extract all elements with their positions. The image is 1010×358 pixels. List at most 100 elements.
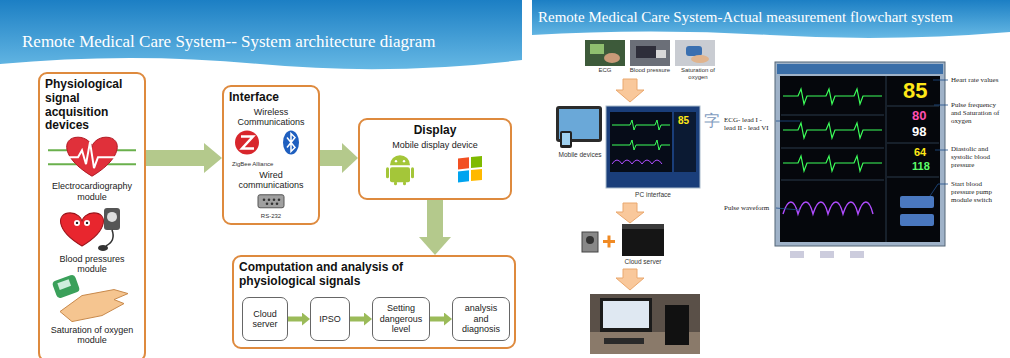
monitor-value: 64 [914,146,926,159]
ecg-illustration [48,137,136,176]
monitor-value: 80 [912,109,926,124]
box-heading: Computation and analysis of physiologica… [239,261,454,289]
slide-title: Remote Medical Care System-- System arch… [22,32,436,52]
photo-detail [691,55,709,63]
leader-line [934,105,948,106]
monitor-frame [775,62,945,246]
callout-label: Pulse frequency and Saturation of oxygen [951,101,1006,125]
phone-screen [562,133,570,145]
server-top [622,224,664,229]
android-arm [386,167,389,178]
callout-label: Diastolic and systolic blood pressure [951,145,1006,169]
down-arrow [616,269,644,290]
label-holder: Cloud server [616,258,670,265]
photo-detail [636,46,656,58]
label-holder: Pulse frequency and Saturation of oxygen [951,101,1006,125]
windows-pane [458,157,469,169]
watermark-char: 字 [704,112,720,130]
windows-pane [458,170,469,182]
connector-pin [266,202,269,205]
leader-line [930,184,948,196]
box-heading: analysis and diagnosis [456,303,506,334]
ecg-trace [48,142,136,168]
android-logo [386,155,414,185]
photo-detail [604,53,620,63]
gauge-dial [107,212,117,222]
box-text: Mobile display device [365,140,505,150]
label-holder: Remote Medical Care System-Actual measur… [538,9,953,26]
label-holder: Saturation of oxygen [676,67,720,81]
heart-figure [61,213,104,246]
zigbee-mark [241,136,254,148]
computation-box: Computation and analysis of physiologica… [232,255,516,349]
oximeter-illustration [52,274,128,322]
connector-pin [273,198,276,201]
connector-body [258,195,284,208]
connector-pin [278,198,281,201]
photo-caption: PC interface [623,191,683,198]
label-holder: Diastolic and systolic blood pressure [951,145,1006,169]
photo-detail [686,46,702,56]
phone [560,131,572,148]
sensor-lens [586,236,594,244]
os-logos [386,155,482,185]
box-heading: Setting dangerous level [376,303,426,334]
label-holder: 80 [912,109,926,124]
serial-connector [258,195,284,208]
android-body [390,167,410,182]
connector-pin [268,198,271,201]
box-text: Wireless Communications [229,107,313,128]
monitor-header [777,64,943,74]
flow-arrow [288,317,302,322]
separator [886,76,887,242]
toolbar-icon [850,251,864,258]
box-heading: Cloud server [246,309,284,330]
keyboard [604,338,644,344]
gauge-body [104,208,120,230]
box-heading: IPSO [319,314,341,324]
figure-slot [229,129,313,159]
bluetooth-logo [283,130,299,154]
ecg-trace [783,156,882,171]
wireless-logos [235,130,299,154]
slide-title: Remote Medical Care System-Actual measur… [538,9,953,26]
pulse-trace [783,202,873,214]
pc-screen [606,106,700,188]
box-text: Wired communications [229,170,313,191]
process-box: Setting dangerous level [372,297,430,341]
toolbar-icon [790,251,804,258]
figure-slot [45,277,139,323]
heart-eye [86,222,88,224]
plus-sign [608,236,611,248]
separator [887,177,939,178]
sensor-photos [585,40,715,66]
toolbar-icon [820,251,834,258]
slide-ground [532,32,1010,358]
windows-pane [471,169,482,181]
android-leg [394,181,397,185]
label-holder: Blood pressure [626,67,674,74]
server-devices [582,224,664,256]
label-holder: 85 [678,115,689,127]
slide-ground [0,58,522,358]
zigbee-logo [235,130,259,154]
windows-logo [458,156,482,183]
flow-arrow [350,317,364,322]
box-text: Blood pressures module [45,254,139,275]
down-arrow [616,203,644,223]
android-leg [403,181,406,185]
screen-value: 85 [678,115,689,127]
callout-label: ECG- lead I - lead II - lead VI [724,116,772,132]
label-holder: 字 [704,112,720,130]
box-heading: Physiological signal acquisition devices [45,78,139,133]
box-heading: Interface [229,91,313,105]
photo-caption: Saturation of oxygen [676,67,720,81]
separator [781,115,884,116]
android-eye [403,160,405,162]
label-holder: PC interface [623,191,683,198]
callout-label: Pulse waveform [724,204,772,212]
ecg-trace [783,89,882,104]
workstation-photo [590,294,700,354]
